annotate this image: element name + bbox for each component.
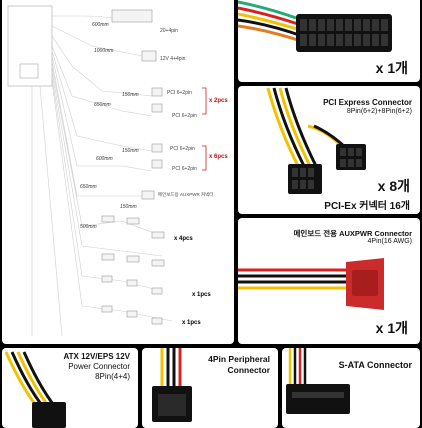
eps-title2: Power Connector <box>68 362 130 371</box>
row-label-2: PCI 6+2pin <box>167 90 192 96</box>
auxpwr-title: 메인보드 전용 AUXPWR Connector <box>293 229 412 238</box>
count-2pcs: x 2pcs <box>209 98 228 104</box>
row-length-7: 150mm <box>120 204 137 210</box>
row-label-5: PCI 6+2pin <box>172 166 197 172</box>
count-1pcs-b: x 1pcs <box>182 320 201 326</box>
row-length-4: 150mm <box>122 148 139 154</box>
count-4pcs: x 4pcs <box>174 236 193 242</box>
cable-diagram-panel: 600mm 20+4pin 1000mm 12V 4+4pin 150mm PC… <box>2 0 234 344</box>
pcie-card: PCI Express Connector 8Pin(6+2)+8Pin(6+2… <box>238 86 420 214</box>
molex-title2: Connector <box>227 365 271 375</box>
atx24-connector-image <box>238 0 392 52</box>
row-length-3: 650mm <box>94 102 111 108</box>
row-length-2: 150mm <box>122 92 139 98</box>
row-label-1: 12V 4+4pin <box>160 56 186 62</box>
pcie-subtitle: 8Pin(6+2)+8Pin(6+2) <box>346 108 412 115</box>
row-length-0: 600mm <box>92 22 109 28</box>
pcie-caption: PCI-Ex 커넥터 16개 <box>324 201 410 212</box>
cable-diagram <box>7 5 207 337</box>
molex-card: 4Pin Peripheral Connector <box>142 348 278 428</box>
auxpwr-qty: x 1개 <box>375 320 408 336</box>
pcie-qty: x 8개 <box>377 178 410 194</box>
sata-card: S-ATA Connector <box>282 348 420 428</box>
row-length-6: 650mm <box>80 184 97 190</box>
atx24-qty: x 1개 <box>375 60 408 76</box>
row-length-5: 600mm <box>96 156 113 162</box>
auxpwr-connector-image <box>238 258 384 310</box>
row-label-3: PCI 6+2pin <box>172 113 197 119</box>
row-length-8: 500mm <box>80 224 97 230</box>
molex-title1: 4Pin Peripheral <box>208 354 270 364</box>
row-label-6: 메인보드용 AUXPWR 커넥터 <box>158 192 214 197</box>
atx24-card: x 1개 <box>238 0 420 82</box>
sata-connector-image <box>286 348 350 414</box>
eps-subtitle: 8Pin(4+4) <box>95 372 130 381</box>
count-6pcs: x 6pcs <box>209 154 228 160</box>
eps-card: ATX 12V/EPS 12V Power Connector 8Pin(4+4… <box>2 348 138 428</box>
row-label-4: PCI 6+2pin <box>170 146 195 152</box>
pcie-connector-image <box>266 87 366 194</box>
eps-title1: ATX 12V/EPS 12V <box>63 352 130 361</box>
molex-connector-image <box>152 348 192 422</box>
row-length-1: 1000mm <box>94 48 114 54</box>
sata-title: S-ATA Connector <box>338 360 412 370</box>
auxpwr-card: 메인보드 전용 AUXPWR Connector 4Pin(16 AWG) x … <box>238 218 420 344</box>
count-1pcs-a: x 1pcs <box>192 292 211 298</box>
pcie-title: PCI Express Connector <box>323 98 412 107</box>
auxpwr-subtitle: 4Pin(16 AWG) <box>367 238 412 245</box>
row-label-0: 20+4pin <box>160 28 178 34</box>
